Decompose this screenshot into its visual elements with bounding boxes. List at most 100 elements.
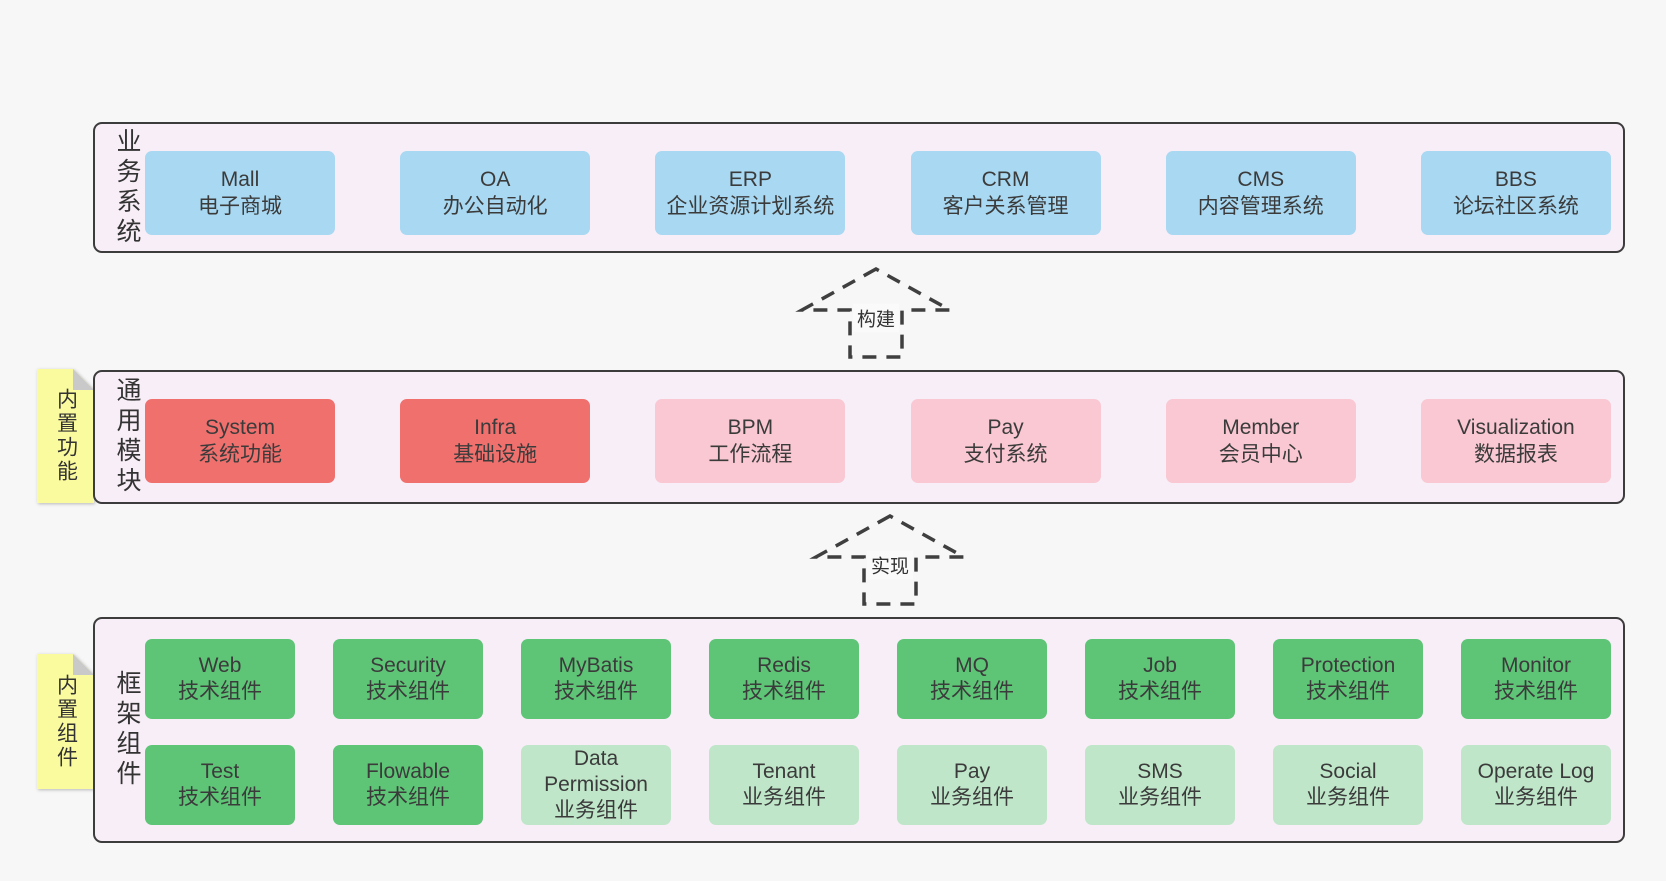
box-title: CMS: [1237, 168, 1285, 191]
sticky-note-builtin-features: 内置功能: [37, 369, 94, 503]
framework-box-row-1: Web 技术组件 Security 技术组件 MyBatis 技术组件 Redi…: [145, 639, 1611, 719]
box-operate-log: Operate Log 业务组件: [1461, 745, 1611, 825]
layer-framework-components: 框架组件 Web 技术组件 Security 技术组件 MyBatis 技术组件…: [93, 617, 1625, 843]
box-subtitle: 客户关系管理: [942, 195, 1069, 218]
box-title: MyBatis: [558, 654, 634, 677]
box-sms: SMS 业务组件: [1085, 745, 1235, 825]
box-mall: Mall 电子商城: [145, 151, 335, 235]
box-subtitle: 技术组件: [742, 680, 826, 703]
box-subtitle: 电子商城: [198, 195, 282, 218]
sticky-note-builtin-components: 内置组件: [37, 654, 94, 789]
box-monitor: Monitor 技术组件: [1461, 639, 1611, 719]
box-title: Mall: [220, 168, 260, 191]
box-subtitle: 工作流程: [708, 443, 793, 466]
sticky-note-label: 内置功能: [54, 388, 78, 484]
arrow-up-build: 构建: [772, 256, 962, 362]
box-subtitle: 论坛社区系统: [1452, 195, 1579, 218]
box-member: Member 会员中心: [1165, 399, 1356, 483]
box-subtitle: 技术组件: [366, 680, 450, 703]
box-subtitle: 系统功能: [198, 443, 282, 466]
box-title: Job: [1143, 654, 1177, 677]
box-title: Tenant: [752, 760, 816, 783]
box-subtitle: 内容管理系统: [1197, 195, 1324, 218]
box-subtitle: 技术组件: [930, 680, 1014, 703]
box-protection: Protection 技术组件: [1273, 639, 1423, 719]
box-title: MQ: [955, 654, 989, 677]
box-redis: Redis 技术组件: [709, 639, 859, 719]
box-subtitle: 办公自动化: [442, 195, 548, 218]
box-title: Infra: [474, 416, 517, 439]
box-oa: OA 办公自动化: [400, 151, 591, 235]
box-subtitle: 基础设施: [453, 443, 538, 466]
box-title: SMS: [1137, 760, 1183, 783]
arrow-up-implement: 实现: [786, 503, 976, 609]
box-subtitle: 支付系统: [963, 443, 1048, 466]
layer-label-framework: 框架组件: [113, 670, 141, 790]
arrow-label-implement: 实现: [866, 550, 914, 580]
box-web: Web 技术组件: [145, 639, 295, 719]
box-subtitle: 业务组件: [1118, 786, 1202, 809]
box-subtitle: 技术组件: [1306, 680, 1390, 703]
box-subtitle: 技术组件: [178, 680, 262, 703]
box-title: Visualization: [1457, 416, 1575, 439]
box-title: Flowable: [365, 760, 451, 783]
layer-label-common: 通用模块: [113, 377, 141, 497]
box-flowable: Flowable 技术组件: [333, 745, 483, 825]
box-crm: CRM 客户关系管理: [910, 151, 1101, 235]
box-subtitle: 技术组件: [366, 786, 450, 809]
box-title: ERP: [728, 168, 772, 191]
box-subtitle: 业务组件: [1494, 786, 1578, 809]
box-job: Job 技术组件: [1085, 639, 1235, 719]
box-title: BBS: [1494, 168, 1537, 191]
box-subtitle: 技术组件: [178, 786, 262, 809]
box-subtitle: 业务组件: [554, 799, 638, 822]
folded-corner-icon: [73, 654, 94, 675]
box-subtitle: 技术组件: [1494, 680, 1578, 703]
box-security: Security 技术组件: [333, 639, 483, 719]
sticky-note-label: 内置组件: [54, 673, 78, 770]
box-title: Data Permission: [544, 747, 648, 796]
box-bbs: BBS 论坛社区系统: [1420, 151, 1611, 235]
box-subtitle: 业务组件: [742, 786, 826, 809]
box-pay: Pay 支付系统: [910, 399, 1101, 483]
box-tenant: Tenant 业务组件: [709, 745, 859, 825]
box-cms: CMS 内容管理系统: [1165, 151, 1356, 235]
sticky-note-body: [37, 654, 94, 789]
box-pay-biz: Pay 业务组件: [897, 745, 1047, 825]
box-erp: ERP 企业资源计划系统: [655, 151, 846, 235]
box-subtitle: 业务组件: [1306, 786, 1390, 809]
box-subtitle: 业务组件: [930, 786, 1014, 809]
box-title: Security: [370, 654, 446, 677]
box-title: Pay: [987, 416, 1024, 439]
box-title: Protection: [1300, 654, 1396, 677]
box-title: CRM: [981, 168, 1030, 191]
box-title: OA: [480, 168, 511, 191]
box-title: Member: [1222, 416, 1300, 439]
box-mq: MQ 技术组件: [897, 639, 1047, 719]
business-box-row: Mall 电子商城 OA 办公自动化 ERP 企业资源计划系统 CRM 客户关系…: [145, 151, 1611, 235]
box-subtitle: 技术组件: [1118, 680, 1202, 703]
framework-box-row-2: Test 技术组件 Flowable 技术组件 Data Permission …: [145, 745, 1611, 825]
box-bpm: BPM 工作流程: [655, 399, 846, 483]
box-title: Monitor: [1500, 654, 1572, 677]
layer-business-systems: 业务系统 Mall 电子商城 OA 办公自动化 ERP 企业资源计划系统 CRM…: [93, 122, 1625, 253]
box-subtitle: 数据报表: [1473, 443, 1558, 466]
box-subtitle: 会员中心: [1218, 443, 1303, 466]
layer-label-business: 业务系统: [113, 127, 141, 248]
folded-corner-icon: [73, 369, 94, 390]
box-title: BPM: [727, 416, 774, 439]
sticky-note-body: [37, 369, 94, 503]
box-system: System 系统功能: [145, 399, 335, 483]
box-title: Pay: [953, 760, 991, 783]
box-social: Social 业务组件: [1273, 745, 1423, 825]
arrow-label-build: 构建: [852, 303, 900, 333]
box-title: Social: [1319, 760, 1377, 783]
common-box-row: System 系统功能 Infra 基础设施 BPM 工作流程 Pay 支付系统…: [145, 399, 1611, 483]
box-data-permission: Data Permission 业务组件: [521, 745, 671, 825]
dashed-up-arrow-icon: [795, 266, 957, 359]
dashed-up-arrow-icon: [809, 513, 971, 606]
box-subtitle: 企业资源计划系统: [666, 195, 835, 218]
layer-common-modules: 通用模块 System 系统功能 Infra 基础设施 BPM 工作流程 Pay…: [93, 370, 1625, 504]
box-mybatis: MyBatis 技术组件: [521, 639, 671, 719]
